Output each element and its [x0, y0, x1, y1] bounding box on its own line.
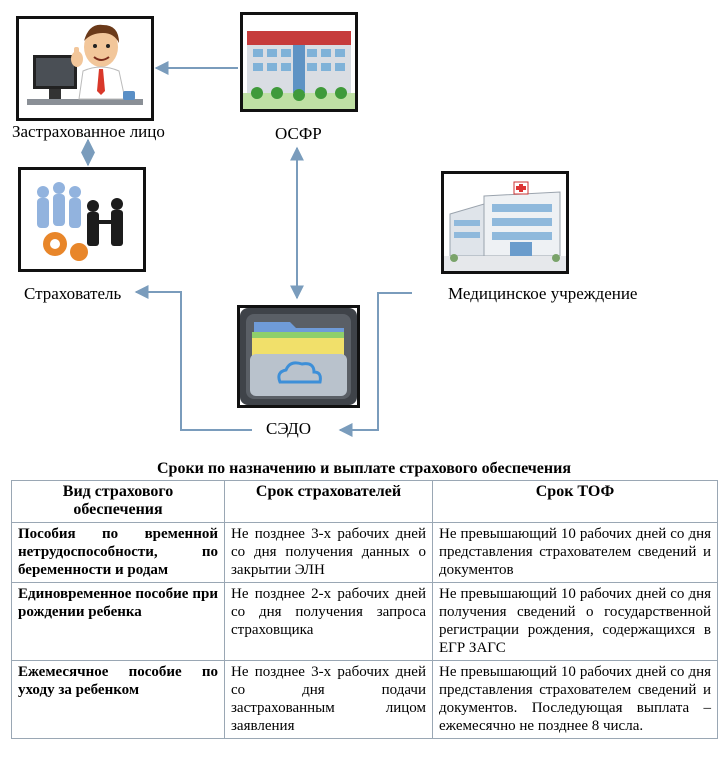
table-row: Ежемесячное пособие по уходу за ребенком… [11, 660, 718, 739]
arrow-sedo-to-policyholder [134, 285, 252, 431]
insured-person-image [16, 16, 154, 121]
diagram-arrows [81, 61, 412, 437]
cell-insurer-term: Не позднее 3-х рабочих дней со дня получ… [224, 522, 433, 583]
cell-benefit-type: Пособия по временной нетрудоспособности,… [11, 522, 225, 583]
cell-insurer-term: Не позднее 3-х рабочих дней со дня подач… [224, 660, 433, 739]
medical-building-image [441, 171, 569, 274]
cell-tof-term: Не превышающий 10 рабочих дней со дня по… [432, 582, 718, 661]
table-row: Единовременное пособие при рождении ребе… [11, 582, 718, 661]
cell-insurer-term: Не позднее 2-х рабочих дней со дня получ… [224, 582, 433, 661]
node-label-policyholder: Страхователь [24, 284, 122, 303]
table-header-row: Вид страхового обеспечения Срок страхова… [11, 480, 718, 523]
terms-table: Вид страхового обеспечения Срок страхова… [11, 480, 718, 739]
sedo-folder-image [237, 305, 360, 408]
cell-benefit-type: Единовременное пособие при рождении ребе… [11, 582, 225, 661]
table-row: Пособия по временной нетрудоспособности,… [11, 522, 718, 583]
osfr-building-image [240, 12, 358, 112]
node-label-osfr: ОСФР [275, 124, 322, 143]
node-label-sedo: СЭДО [266, 419, 312, 438]
node-label-insured-person: Застрахованное лицо [12, 122, 165, 141]
policyholder-image [18, 167, 146, 272]
arrow-medical-to-sedo [338, 292, 412, 437]
interaction-diagram: Застрахованное лицо ОСФР [12, 12, 638, 438]
column-header-type: Вид страхового обеспечения [11, 480, 225, 523]
column-header-tof-term: Срок ТОФ [432, 480, 718, 523]
table-title: Сроки по назначению и выплате страхового… [157, 460, 571, 477]
node-label-medical: Медицинское учреждение [448, 284, 638, 303]
cell-benefit-type: Ежемесячное пособие по уходу за ребенком [11, 660, 225, 739]
cell-tof-term: Не превышающий 10 рабочих дней со дня пр… [432, 522, 718, 583]
cell-tof-term: Не превышающий 10 рабочих дней со дня пр… [432, 660, 718, 739]
column-header-insurer-term: Срок страхователей [224, 480, 433, 523]
